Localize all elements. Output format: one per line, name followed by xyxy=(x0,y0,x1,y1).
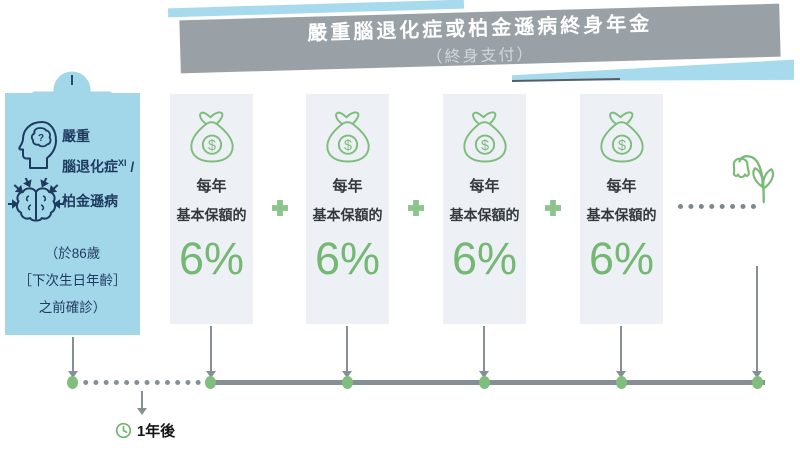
flower-icon xyxy=(732,155,775,204)
timeline-marker-dot xyxy=(616,376,627,389)
timeline-marker-dot xyxy=(479,376,490,389)
down-arrow-icon xyxy=(479,326,489,378)
timeline-marker-dot xyxy=(342,376,353,389)
timeline-marker-dot xyxy=(67,376,78,389)
benefit-line1: 每年 xyxy=(332,178,363,195)
one-year-later-text: 1年後 xyxy=(136,422,176,440)
condition-parkinson-label: 柏金遜病 xyxy=(62,193,118,209)
benefit-line2: 基本保額的 xyxy=(176,207,247,223)
benefit-line1: 每年 xyxy=(469,178,500,195)
plus-icon xyxy=(272,200,288,216)
one-year-later-label: 1年後 xyxy=(92,416,198,444)
condition-note: （於86歲 ［下次生日年齡］ 之前確診） xyxy=(18,246,127,315)
benefit-card: $ 每年 基本保額的 6% xyxy=(580,94,663,324)
benefit-percent: 6% xyxy=(451,233,518,284)
condition-card: ? 嚴重 腦退化症XI / 柏金遜病 （於86歲 ［下次生日年齡］ 之前確診） xyxy=(5,93,140,335)
head-dementia-icon: ? xyxy=(18,121,57,169)
benefit-card: $ 每年 基本保額的 6% xyxy=(306,94,389,324)
benefit-percent: 6% xyxy=(178,233,245,284)
continuation-dots xyxy=(678,204,756,209)
svg-text:?: ? xyxy=(38,133,44,144)
banner-title: 嚴重腦退化症或柏金遜病終身年金 xyxy=(306,12,653,45)
money-bag-icon: $ xyxy=(462,111,507,163)
down-arrow-icon xyxy=(137,391,147,415)
down-arrow-icon xyxy=(206,326,216,378)
money-bag-icon: $ xyxy=(325,111,370,163)
benefit-line2: 基本保額的 xyxy=(586,207,657,223)
svg-text:$: $ xyxy=(207,138,215,154)
plus-icon xyxy=(408,200,424,216)
benefit-percent: 6% xyxy=(314,233,381,284)
benefit-percent: 6% xyxy=(588,233,655,284)
down-arrow-icon xyxy=(616,326,626,378)
condition-dementia-label: 嚴重 腦退化症XI / xyxy=(62,128,135,175)
banner-subtitle: （終身支付） xyxy=(426,45,535,66)
benefit-line2: 基本保額的 xyxy=(449,207,520,223)
money-bag-icon: $ xyxy=(599,111,644,163)
benefit-card: $ 每年 基本保額的 6% xyxy=(443,94,526,324)
money-bag-icon: $ xyxy=(189,111,234,163)
svg-text:$: $ xyxy=(480,138,488,154)
down-arrow-icon xyxy=(752,266,762,378)
timeline-dotted-segment xyxy=(73,380,211,385)
down-arrow-icon xyxy=(342,326,352,378)
down-arrow-icon xyxy=(68,337,78,378)
timeline-marker-dot xyxy=(205,376,216,389)
benefit-line1: 每年 xyxy=(606,178,637,195)
brain-parkinson-icon xyxy=(8,178,64,222)
timeline-marker-dot xyxy=(752,376,763,389)
benefit-line1: 每年 xyxy=(196,178,227,195)
benefit-line2: 基本保額的 xyxy=(312,207,383,223)
plus-icon xyxy=(545,200,561,216)
svg-text:$: $ xyxy=(343,138,351,154)
clock-icon xyxy=(115,422,131,438)
benefit-card: $ 每年 基本保額的 6% xyxy=(170,94,253,324)
svg-text:$: $ xyxy=(617,138,625,154)
